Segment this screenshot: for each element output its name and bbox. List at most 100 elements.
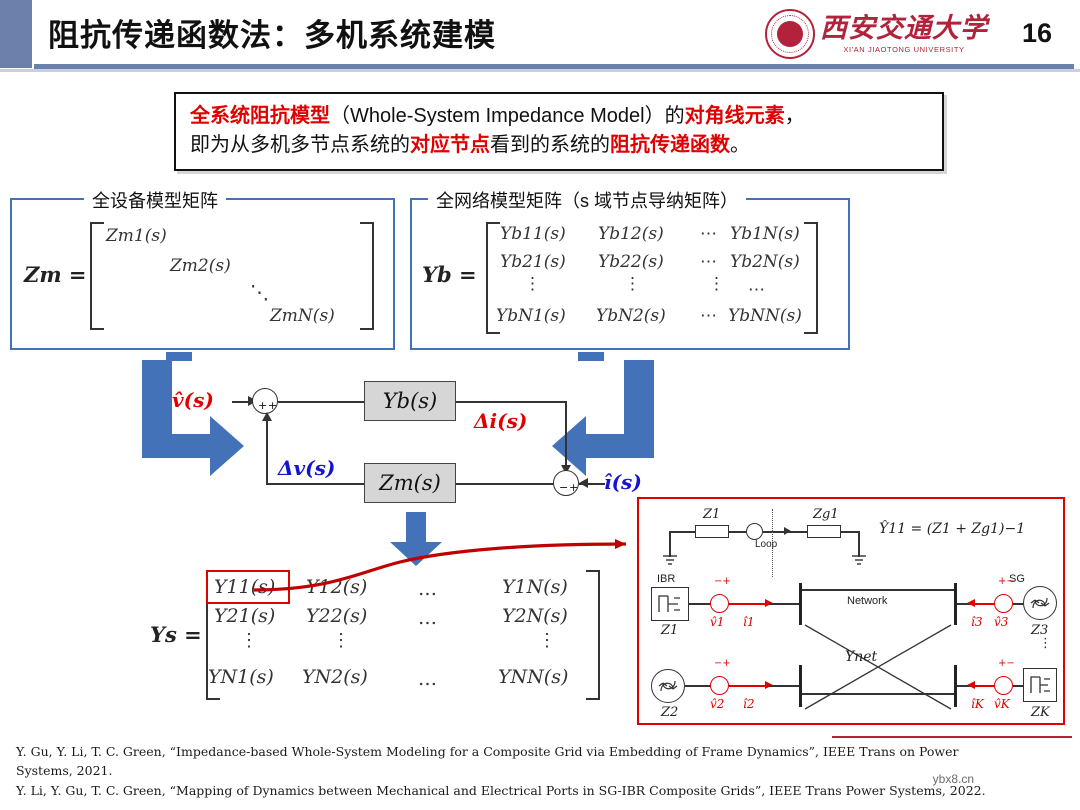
wire-nodeK-current — [969, 685, 1009, 687]
arrowhead-into-sum2-right — [579, 478, 588, 488]
label-z2: Z2 — [661, 705, 679, 720]
label-loop: Loop — [755, 539, 778, 550]
flow-arrow-left — [142, 360, 244, 476]
callout-line-2: 即为从多机多节点系统的对应节点看到的系统的阻抗传递函数。 — [190, 131, 930, 160]
header-accent-bar — [0, 0, 32, 68]
busbar-top-right — [954, 583, 957, 625]
label-zg1: Zg1 — [813, 507, 839, 522]
device-matrix-title: 全设备模型矩阵 — [84, 187, 226, 213]
ys-cell-r4c4: YNN(s) — [498, 666, 569, 688]
callout-text-1: （Whole-System Impedance Model）的 — [330, 105, 685, 127]
callout-line-1: 全系统阻抗模型（Whole-System Impedance Model）的对角… — [190, 102, 930, 131]
sg-machine-symbol-2 — [651, 669, 685, 703]
ys-cell-r2c2: Y22(s) — [306, 605, 368, 627]
page-number: 16 — [1021, 18, 1052, 48]
label-network: Network — [847, 595, 888, 607]
zm-cell-1: Zm1(s) — [106, 226, 167, 246]
ys-cell-r2c1: Y21(s) — [214, 605, 276, 627]
wire-node2-to-bus — [769, 685, 799, 687]
busbar-bottom-left — [799, 665, 802, 707]
wire-down-to-sum2 — [565, 401, 567, 471]
formula-y11: Ŷ11 = (Z1 + Zg1)−1 — [879, 521, 1026, 537]
src3-polarity: +− — [998, 576, 1015, 587]
ys-cell-r4c3: … — [418, 668, 437, 690]
logo-chinese-name: 西安交通大学 — [820, 12, 988, 44]
ys-cell-r2c4: Y2N(s) — [502, 605, 568, 627]
ys-cell-r1c2: Y12(s) — [306, 576, 368, 598]
signal-i-hat: î(s) — [604, 470, 642, 494]
srcK-polarity: +− — [998, 658, 1015, 669]
ys-cell-r2c3: … — [418, 607, 437, 629]
yb-cell-r3c2: ⋮ — [624, 274, 641, 294]
ys-bracket-right — [586, 570, 600, 700]
slide-header: 阻抗传递函数法：多机系统建模 西安交通大学 XI'AN JIAOTONG UNI… — [0, 0, 1080, 72]
wire-network-top — [802, 589, 954, 591]
yb-cell-r3c4: ⋯ — [748, 280, 765, 300]
header-underline — [34, 64, 1074, 69]
ground-symbol-left — [663, 555, 677, 565]
logo-text-group: 西安交通大学 XI'AN JIAOTONG UNIVERSITY — [820, 15, 988, 54]
wire-yb-to-node — [456, 401, 566, 403]
wire-sum2-to-zm — [456, 483, 554, 485]
panel-connector-right — [578, 352, 604, 361]
label-v3: v̂3 — [994, 615, 1009, 629]
busbar-top-left — [799, 583, 802, 625]
ys-cell-r1c3: … — [418, 578, 437, 600]
university-logo: 西安交通大学 XI'AN JIAOTONG UNIVERSITY — [765, 6, 988, 62]
yb-cell-r3c3: ⋮ — [708, 274, 725, 294]
wire-zm-feedback-v — [266, 420, 268, 484]
source-symbol-nodeK — [994, 676, 1013, 695]
callout-highlight-3: 对应节点 — [410, 134, 490, 156]
wire-ibr1-to-src — [689, 603, 711, 605]
zm-label: Zm = — [24, 262, 87, 287]
network-cross-links — [804, 624, 952, 710]
label-zK: ZK — [1031, 705, 1050, 720]
label-z3: Z3 — [1031, 623, 1049, 638]
voltage-source-symbol — [746, 523, 763, 540]
ys-cell-r1c4: Y1N(s) — [502, 576, 568, 598]
callout-highlight-4: 阻抗传递函数 — [610, 134, 730, 156]
wire-zm-feedback-h — [266, 483, 364, 485]
yb-cell-r2c2: Yb22(s) — [598, 252, 664, 272]
zm-bracket-right — [360, 222, 374, 330]
label-z1: Z1 — [703, 507, 721, 522]
yb-cell-r1c3: ⋯ — [700, 224, 717, 244]
loop-cut-dotted-line — [772, 509, 773, 577]
current-arrow-iK — [967, 681, 975, 689]
page-title: 阻抗传递函数法：多机系统建模 — [48, 18, 496, 53]
sg-glyph-3 — [1030, 597, 1050, 609]
header-underline-light — [0, 69, 1080, 72]
wire-sum1-to-yb — [278, 401, 364, 403]
yb-cell-r2c1: Yb21(s) — [500, 252, 566, 272]
panel-connector-left — [166, 352, 192, 361]
signal-delta-i: Δi(s) — [474, 409, 528, 433]
busbar-bottom-right — [954, 665, 957, 707]
ground-symbol-right — [852, 555, 866, 565]
signal-v-hat: v̂(s) — [172, 388, 214, 412]
system-admittance-matrix: Ys = Y11(s) Y12(s) … Y1N(s) Y21(s) Y22(s… — [150, 560, 620, 710]
yb-cell-r4c3: ⋯ — [700, 306, 717, 326]
label-i1: î1 — [743, 615, 755, 629]
yb-bracket-left — [486, 222, 500, 334]
impedance-zg1-symbol — [807, 525, 841, 538]
callout-text-2: ， — [784, 105, 805, 127]
key-statement-box: 全系统阻抗模型（Whole-System Impedance Model）的对角… — [174, 92, 944, 171]
source-symbol-node1 — [710, 594, 729, 613]
wire-nodeK-to-ibr — [1013, 685, 1025, 687]
ys-cell-r4c1: YN1(s) — [208, 666, 274, 688]
wire-node3-current — [969, 603, 1009, 605]
yb-cell-r4c1: YbN1(s) — [496, 306, 566, 326]
flow-arrow-right — [552, 360, 654, 476]
wire-node1-current — [729, 603, 769, 605]
sum2-sign-b: + — [569, 481, 579, 494]
zm-cell-3: ⋱ — [250, 282, 269, 304]
summing-junction-2 — [553, 470, 579, 496]
callout-text-3: 即为从多机多节点系统的 — [190, 134, 410, 156]
logo-english-name: XI'AN JIAOTONG UNIVERSITY — [843, 44, 965, 54]
wire-v-to-sum1 — [232, 401, 258, 403]
yb-cell-r1c1: Yb11(s) — [500, 224, 566, 244]
source-symbol-node3 — [994, 594, 1013, 613]
label-sg-top: SG — [1009, 573, 1025, 585]
loop-wire-mid1 — [729, 531, 747, 533]
